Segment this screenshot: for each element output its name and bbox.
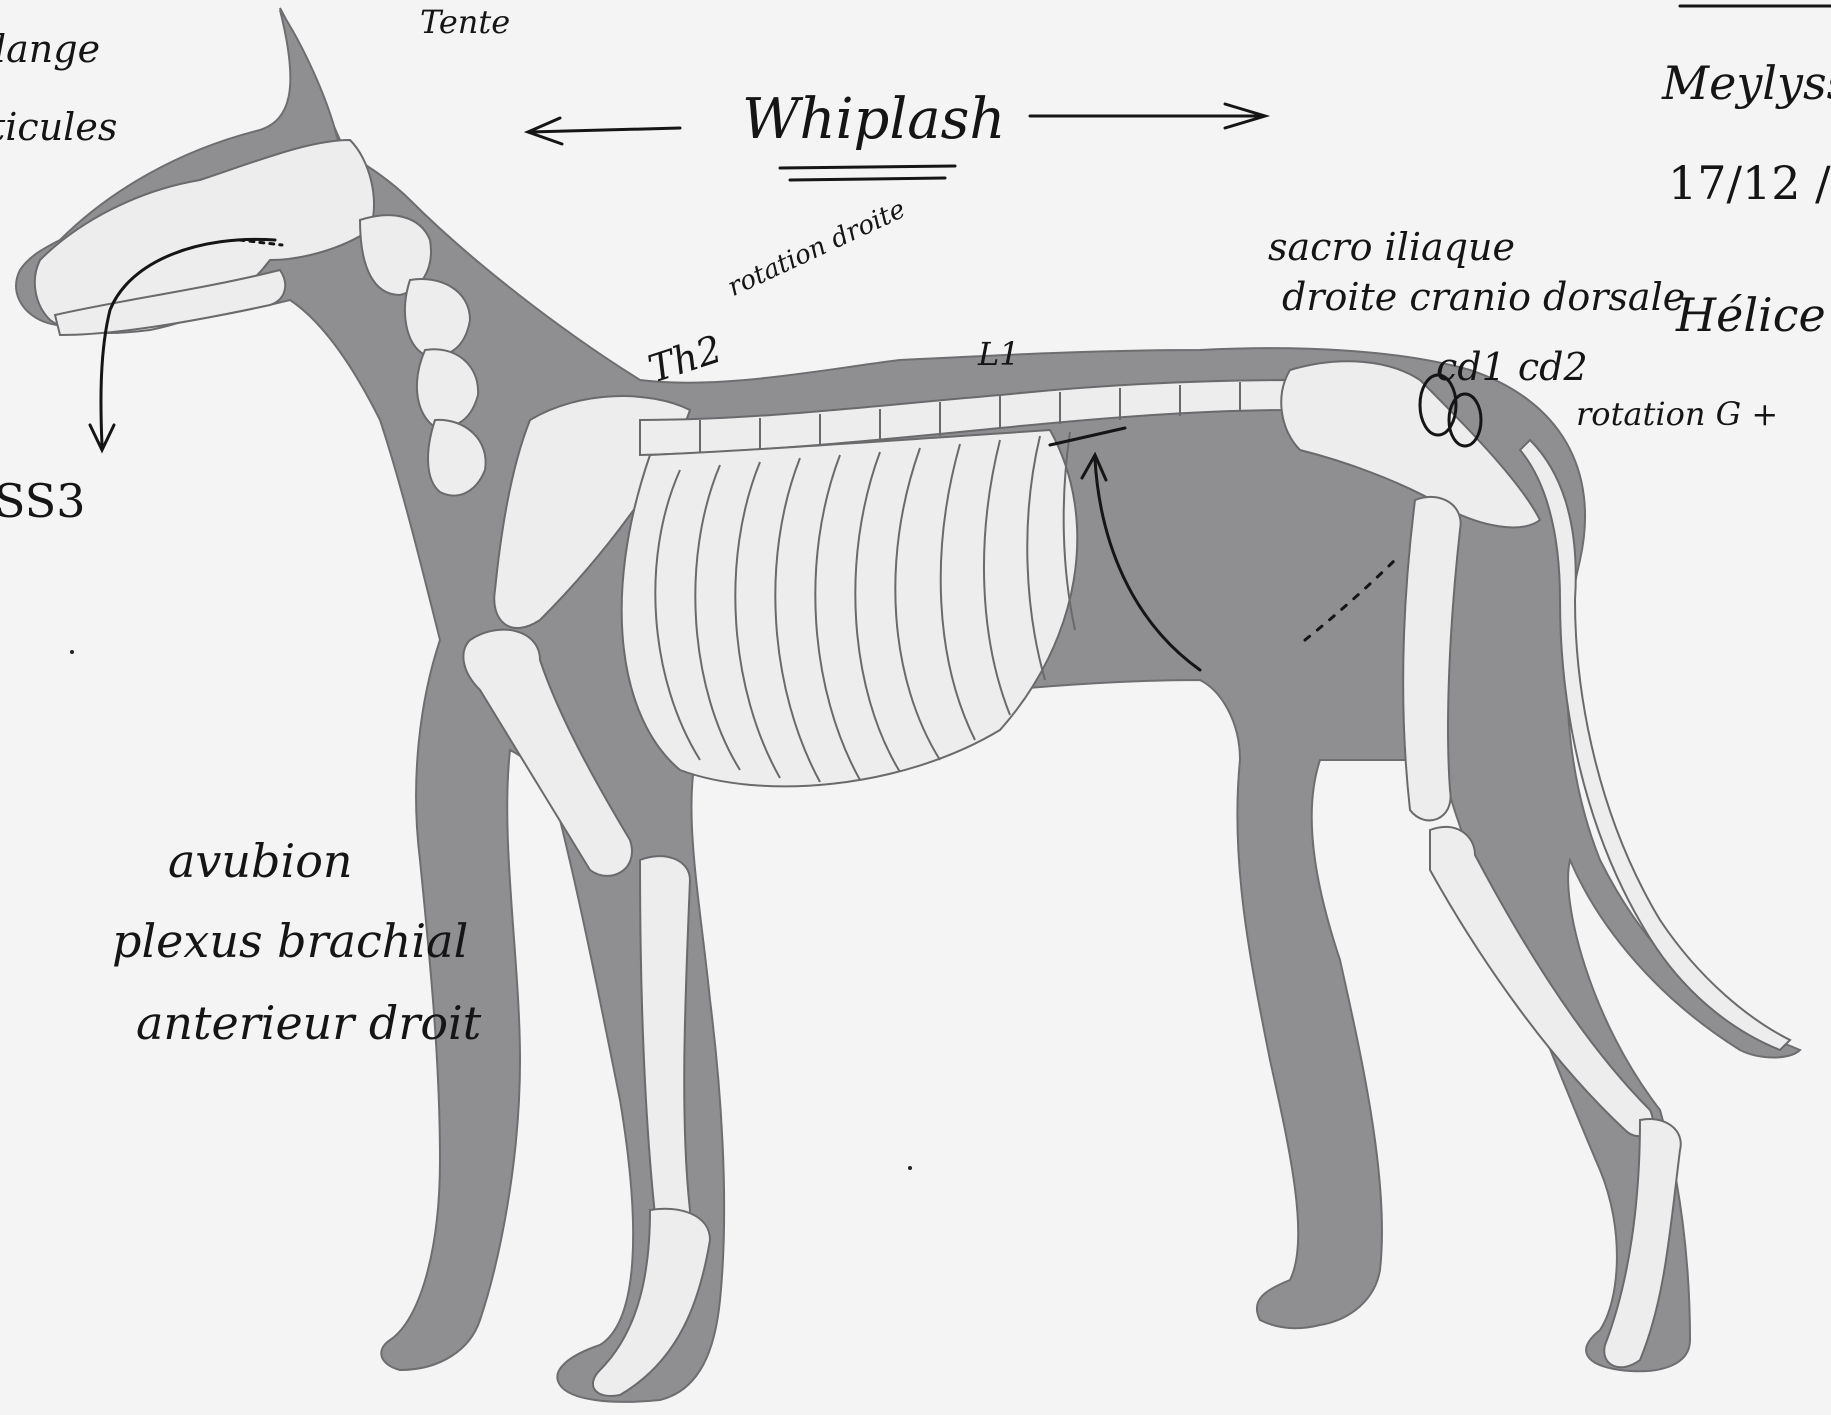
rib-cage xyxy=(622,430,1078,786)
note-l1: L1 xyxy=(978,338,1020,370)
speck xyxy=(70,650,74,654)
note-rotation-g: rotation G + xyxy=(1576,398,1778,430)
note-date: 17/12 /1 xyxy=(1668,160,1831,206)
right-arrow xyxy=(1030,104,1265,128)
note-coude-2: plexus brachial xyxy=(112,918,468,964)
note-tente: Tente xyxy=(420,6,510,38)
note-coude-3: anterieur droit xyxy=(136,1000,481,1046)
note-sacro-1: sacro iliaque xyxy=(1268,228,1515,266)
note-ss3: SS3 xyxy=(0,478,85,524)
note-top-left-1: lange xyxy=(0,30,100,68)
note-helice: Hélice b xyxy=(1676,292,1831,338)
note-cd: cd1 cd2 xyxy=(1436,348,1588,386)
note-coude-1: avubion xyxy=(168,838,353,884)
note-sacro-2: droite cranio dorsale xyxy=(1282,278,1685,316)
note-top-left-2: ticules xyxy=(0,108,117,146)
diagram-title: Whiplash xyxy=(742,92,1005,148)
title-underline xyxy=(780,166,955,168)
left-arrow xyxy=(528,118,680,144)
note-author: Meylyss xyxy=(1662,60,1831,106)
speck xyxy=(908,1166,912,1170)
